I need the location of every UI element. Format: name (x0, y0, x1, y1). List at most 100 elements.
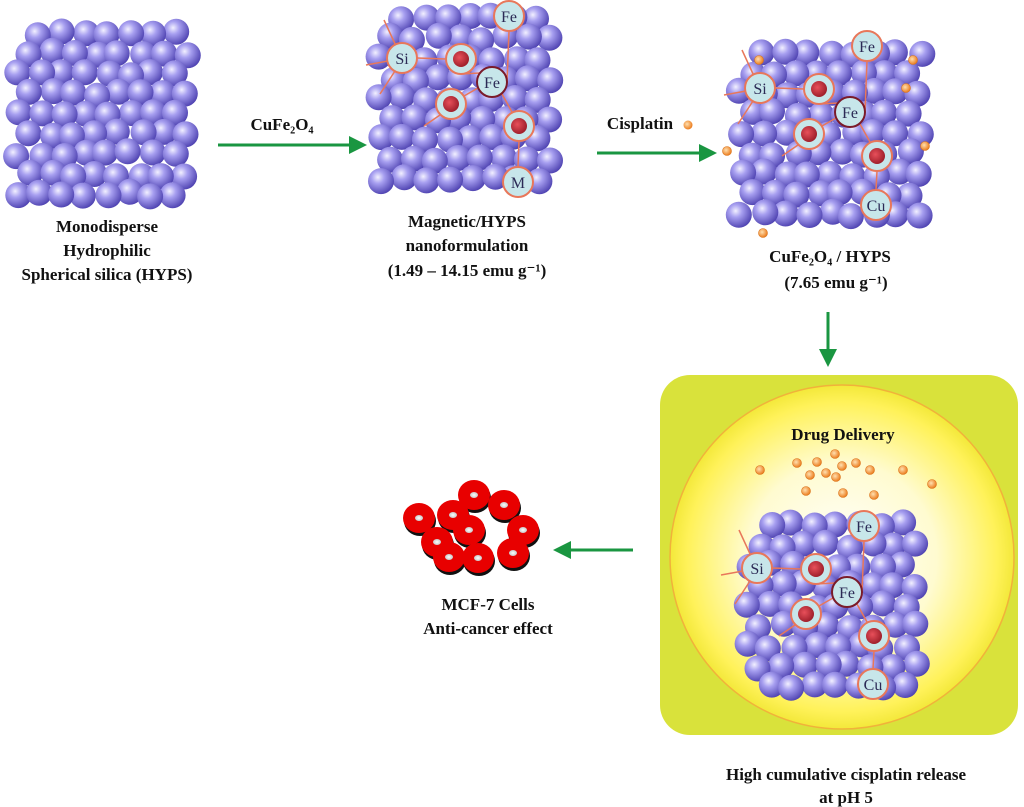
silica-sphere (751, 120, 778, 147)
stage1-label-1: Monodisperse (56, 217, 158, 236)
element-node (857, 668, 889, 700)
cisplatin-particle (837, 461, 847, 471)
bond-line (778, 624, 796, 637)
element-label: Si (753, 81, 767, 98)
silica-sphere (95, 182, 122, 209)
cisplatin-particle (869, 490, 879, 500)
silica-sphere (515, 65, 541, 92)
silica-sphere (73, 139, 100, 166)
silica-sphere (759, 98, 785, 125)
silica-sphere (772, 38, 799, 65)
cells-label-2: Anti-cancer effect (423, 619, 553, 638)
silica-sphere (479, 124, 506, 150)
element-label: Fe (842, 105, 858, 122)
silica-sphere (365, 43, 392, 70)
element-label: Fe (856, 519, 872, 536)
bond-line (723, 90, 747, 96)
silica-sphere (886, 158, 913, 185)
silica-sphere (130, 119, 157, 146)
silica-sphere (40, 78, 67, 105)
element-label: M (511, 175, 525, 192)
bond-line (738, 529, 752, 557)
silica-sphere (804, 632, 831, 658)
silica-sphere (15, 120, 42, 147)
silica-sphere (524, 86, 551, 113)
element-node (493, 0, 525, 32)
element-label: Cu (867, 198, 886, 215)
silica-sphere (40, 159, 67, 186)
silica-sphere (890, 509, 917, 536)
cisplatin-particles (722, 55, 937, 500)
step2-reagent: Cisplatin (607, 114, 674, 133)
bond-line (517, 140, 520, 168)
silica-sphere (758, 671, 785, 698)
silica-sphere (895, 100, 922, 127)
silica-sphere (147, 163, 174, 190)
release-caption-1: High cumulative cisplatin release (726, 765, 966, 784)
silica-sphere (783, 181, 810, 208)
silica-sphere (796, 202, 823, 228)
silica-sphere (171, 80, 198, 107)
silica-sphere (171, 163, 198, 190)
element-node (741, 552, 773, 584)
element-node (831, 576, 863, 608)
silica-sphere (801, 671, 828, 698)
element-label: Fe (839, 585, 855, 602)
silica-sphere (837, 203, 864, 230)
silica-sphere (759, 512, 786, 538)
silica-sphere (103, 40, 130, 67)
cisplatin-particle (755, 465, 765, 475)
silica-sphere (815, 651, 842, 678)
silica-sphere (377, 146, 404, 173)
silica-sphere (26, 179, 53, 206)
silica-sphere (69, 182, 96, 209)
core-dot (453, 51, 469, 67)
silica-sphere (903, 650, 930, 677)
silica-sphere (466, 144, 493, 171)
silica-sphere (119, 100, 146, 127)
cancer-cell (488, 490, 521, 523)
bond-line (741, 49, 755, 77)
bond-line (859, 123, 871, 143)
silica-sphere (459, 165, 486, 192)
cisplatin-particle (901, 83, 911, 93)
silica-sphere (60, 79, 87, 106)
bond-line (856, 603, 868, 623)
silica-sphere (162, 140, 189, 167)
silica-sphere (734, 630, 761, 657)
silica-sphere (105, 78, 132, 105)
silica-sphere (163, 18, 190, 45)
silica-sphere (728, 121, 755, 148)
core-dot (798, 606, 814, 622)
bond-line (872, 650, 875, 670)
silica-sphere (882, 120, 909, 147)
silica-sphere (902, 610, 929, 637)
silica-sphere (161, 60, 188, 87)
silica-sphere (162, 99, 188, 126)
silica-sphere (772, 200, 799, 227)
silica-sphere (905, 160, 932, 187)
silica-sphere (365, 84, 392, 111)
cancer-cell (497, 538, 530, 571)
bond-line (383, 19, 397, 47)
cancer-cell (453, 515, 486, 548)
silica-sphere (61, 40, 88, 66)
silica-sphere (457, 3, 484, 29)
silica-sphere (5, 182, 32, 209)
silica-sphere (447, 24, 474, 51)
bond-line (818, 597, 834, 607)
silica-sphere (513, 146, 540, 173)
silica-sphere (773, 119, 800, 146)
bond-line (734, 580, 751, 605)
bond-line (379, 70, 396, 95)
silica-sphere (118, 20, 145, 47)
cisplatin-particle (754, 55, 764, 65)
bond-line (365, 60, 389, 66)
cisplatin-particle (838, 488, 848, 498)
silica-sphere (826, 179, 853, 206)
cancer-cell (433, 542, 466, 575)
silica-sphere (537, 67, 564, 94)
silica-sphere (388, 83, 415, 110)
